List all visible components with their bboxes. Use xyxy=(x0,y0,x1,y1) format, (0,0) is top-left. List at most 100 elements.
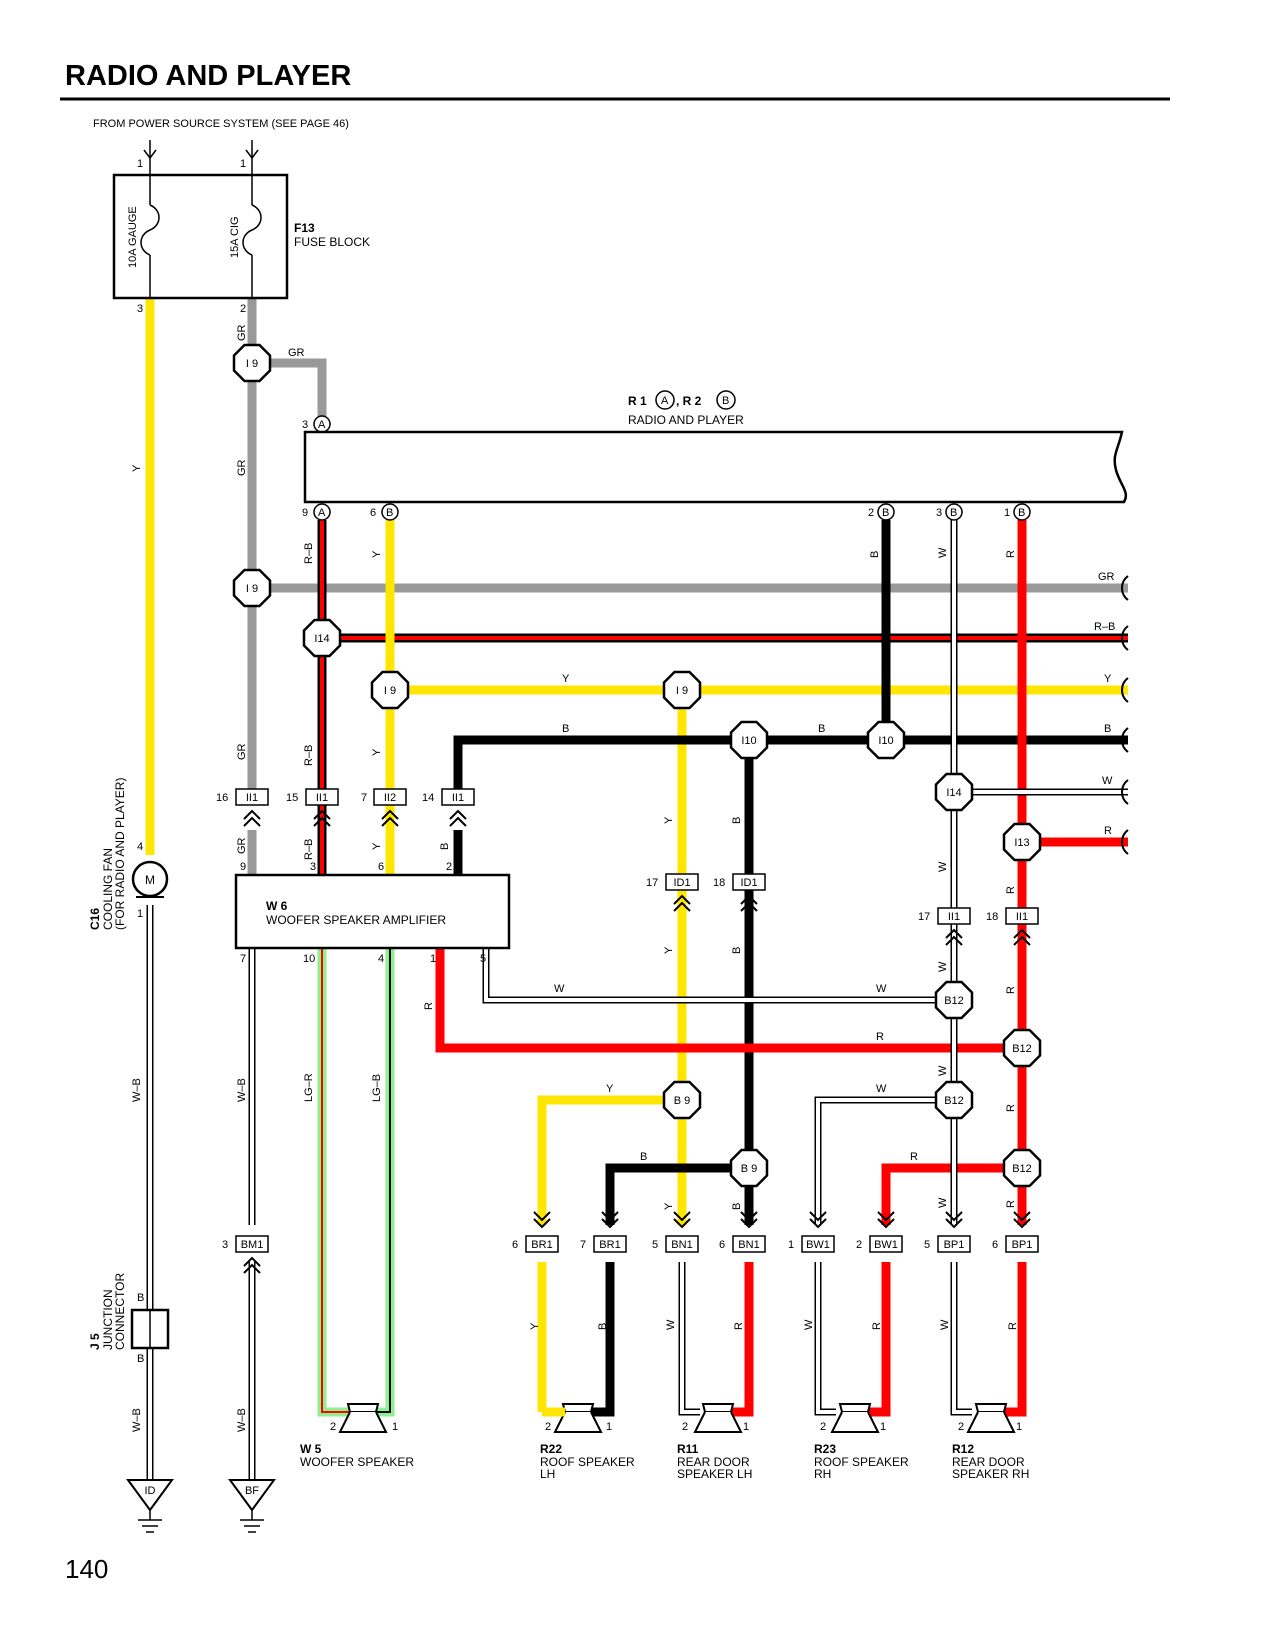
arrow-down-icon xyxy=(245,149,259,160)
svg-text:I 9: I 9 xyxy=(676,685,688,697)
svg-text:BP1: BP1 xyxy=(944,1239,965,1251)
wire-code-label: B xyxy=(731,817,743,824)
svg-text:I14: I14 xyxy=(314,633,329,645)
splice-octagon xyxy=(866,720,906,760)
wire-lgb xyxy=(375,948,395,1417)
wire-code-label: W xyxy=(1102,775,1113,787)
speaker-icon xyxy=(974,1403,1008,1413)
speaker-icon xyxy=(561,1403,595,1413)
svg-text:1: 1 xyxy=(880,1421,886,1433)
fuse-left-label: 10A GAUGE xyxy=(127,206,139,268)
fuse-right-label: 15A CIG xyxy=(229,216,241,258)
speaker-code: W 5 xyxy=(300,1442,322,1456)
pin-label: 9 xyxy=(240,861,246,873)
svg-text:3: 3 xyxy=(222,1239,228,1251)
wire-code-label: GR xyxy=(1098,571,1115,583)
wire-code-label: W xyxy=(937,1065,949,1076)
wire-code-label: R xyxy=(1005,986,1017,994)
splice-i14-right: I14 xyxy=(934,772,974,812)
splice-i9-y2: I 9 xyxy=(662,670,702,710)
svg-text:ID: ID xyxy=(145,1485,156,1497)
wire-code-label: W xyxy=(937,1197,949,1208)
amplifier-box xyxy=(234,873,511,950)
svg-text:ID1: ID1 xyxy=(673,877,690,889)
speaker-name: ROOF SPEAKER xyxy=(540,1455,635,1469)
splice-i9-y1: I 9 xyxy=(370,670,410,710)
wire-r-r12 xyxy=(1004,1262,1027,1417)
svg-text:I 9: I 9 xyxy=(384,685,396,697)
splice-i10-b: I10 xyxy=(866,720,906,760)
splice-octagon xyxy=(729,720,769,760)
wire-code-label: B xyxy=(869,551,881,558)
fuse-block-name: FUSE BLOCK xyxy=(294,235,370,249)
svg-text:B 9: B 9 xyxy=(674,1095,691,1107)
svg-text:5: 5 xyxy=(652,1239,658,1251)
svg-text:II1: II1 xyxy=(246,792,258,804)
svg-text:2: 2 xyxy=(820,1421,826,1433)
svg-text:1: 1 xyxy=(1016,1421,1022,1433)
wire-code-label: R–B xyxy=(1094,621,1115,633)
pin-label: B xyxy=(137,1353,144,1365)
svg-text:I14: I14 xyxy=(946,787,961,799)
svg-text:B12: B12 xyxy=(1012,1043,1032,1055)
pin-label: 3 xyxy=(310,861,316,873)
speaker-roof-lh: 2 1 R22 ROOF SPEAKER LH xyxy=(540,1403,635,1481)
svg-text:BR1: BR1 xyxy=(599,1239,620,1251)
svg-text:B: B xyxy=(950,507,957,519)
speaker-name: REAR DOOR xyxy=(952,1455,1025,1469)
splice-i10-a: I10 xyxy=(729,720,769,760)
wire-code-label: R xyxy=(871,1322,883,1330)
fan-code: C16 xyxy=(88,908,102,930)
pin-label: 9 xyxy=(302,507,308,519)
pin-label: 4 xyxy=(137,841,143,853)
wire-code-label: Y xyxy=(663,946,675,954)
pin-label: 3 xyxy=(936,507,942,519)
junction-name: JUNCTION xyxy=(101,1289,115,1350)
svg-text:BP1: BP1 xyxy=(1012,1239,1033,1251)
splice-b9-y: B 9 xyxy=(662,1080,702,1120)
speakers: 2 1 W 5 WOOFER SPEAKER 2 1 R22 ROOF SPEA… xyxy=(300,1403,1029,1481)
splice-i14-left: I14 xyxy=(302,618,342,658)
wire-code-label: W xyxy=(803,1319,815,1330)
svg-text:B12: B12 xyxy=(944,1095,964,1107)
splice-octagon xyxy=(232,568,272,608)
svg-text:16: 16 xyxy=(216,792,228,804)
splice-b9-b: B 9 xyxy=(729,1148,769,1188)
pin-label: 2 xyxy=(446,861,452,873)
wire-code-label: Y xyxy=(1104,673,1112,685)
pin-label: 3 xyxy=(137,303,143,315)
splice-b12-r1: B12 xyxy=(1002,1028,1042,1068)
splice-octagon xyxy=(662,1080,702,1120)
svg-text:7: 7 xyxy=(580,1239,586,1251)
svg-text:II1: II1 xyxy=(1016,911,1028,923)
wire-code-label: LG–B xyxy=(371,1074,383,1102)
connector-ii1-16: II1 16 xyxy=(216,788,269,827)
wire-code-label: R–B xyxy=(303,543,315,564)
svg-text:ID1: ID1 xyxy=(740,877,757,889)
ground-bf: BF xyxy=(228,1479,276,1533)
wire-code-label: B xyxy=(1104,723,1111,735)
wire-r-bw1 xyxy=(881,1163,1004,1225)
splice-group: I 9 I 9 I14 I 9 I 9 I10 I10 I14 I13 B12 … xyxy=(232,343,1042,1188)
fuse-block-code: F13 xyxy=(294,221,315,235)
svg-text:B: B xyxy=(1018,507,1025,519)
svg-text:2: 2 xyxy=(545,1421,551,1433)
radio-code: R 1 xyxy=(628,394,647,408)
splice-i13: I13 xyxy=(1002,822,1042,862)
wire-code-label: GR xyxy=(236,837,248,854)
svg-text:M: M xyxy=(145,873,155,887)
speaker-code: R22 xyxy=(540,1442,562,1456)
white-wires xyxy=(146,520,1128,1480)
wire-code-label: R xyxy=(1005,550,1017,558)
splice-octagon xyxy=(1002,822,1042,862)
radio-name: RADIO AND PLAYER xyxy=(628,413,744,427)
speaker-name: ROOF SPEAKER xyxy=(814,1455,909,1469)
svg-text:7: 7 xyxy=(361,792,367,804)
svg-text:6: 6 xyxy=(719,1239,725,1251)
wire-code-label: Y xyxy=(663,816,675,824)
